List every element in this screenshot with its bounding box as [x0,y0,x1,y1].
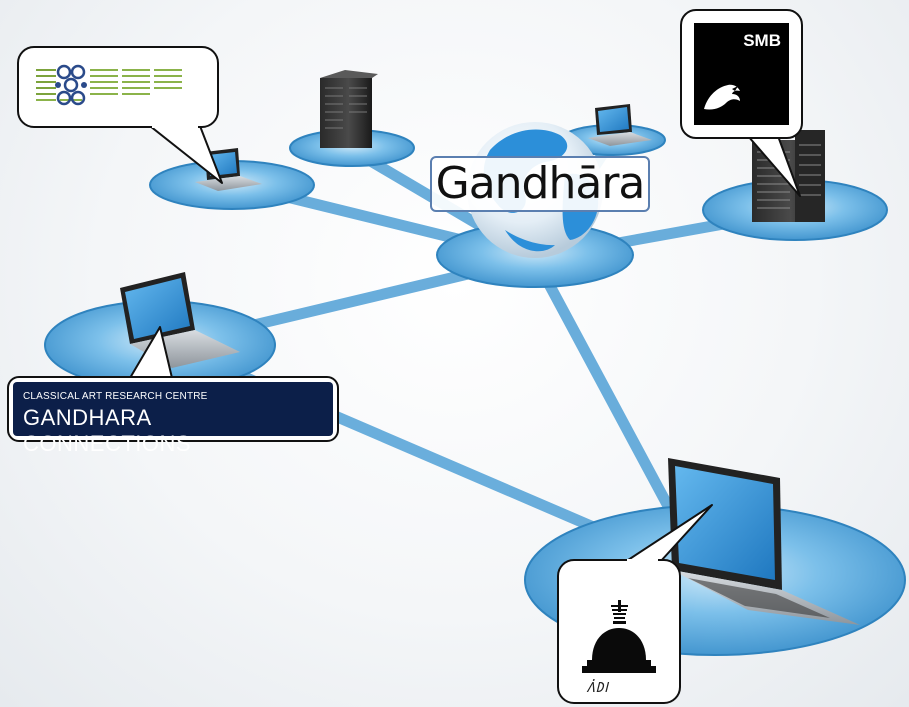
stupa-logo [582,600,656,673]
callout-left: CLASSICAL ART RESEARCH CENTRE GANDHARA C… [7,376,339,456]
data-pattern-logo [36,64,182,106]
stupa-script-text: 𑀕𑀁𑀥𑀭 [586,679,610,696]
gandhara-connections-banner: CLASSICAL ART RESEARCH CENTRE GANDHARA C… [13,382,333,456]
callout-tails [129,125,801,563]
laptop-icon-top-right [588,104,652,146]
server-icon-top [320,70,378,148]
laptop-icon-bottom [668,458,860,625]
center-node-text: Gandhāra [435,158,646,209]
callout-top-right: SMB [680,9,803,139]
smb-logo: SMB [694,23,789,125]
banner-line2: GANDHARA CONNECTIONS [23,405,192,456]
banner-line1: CLASSICAL ART RESEARCH CENTRE [23,391,208,402]
center-node-label: Gandhāra [430,156,650,212]
eagle-logo [704,84,740,110]
smb-logo-text: SMB [743,31,781,50]
